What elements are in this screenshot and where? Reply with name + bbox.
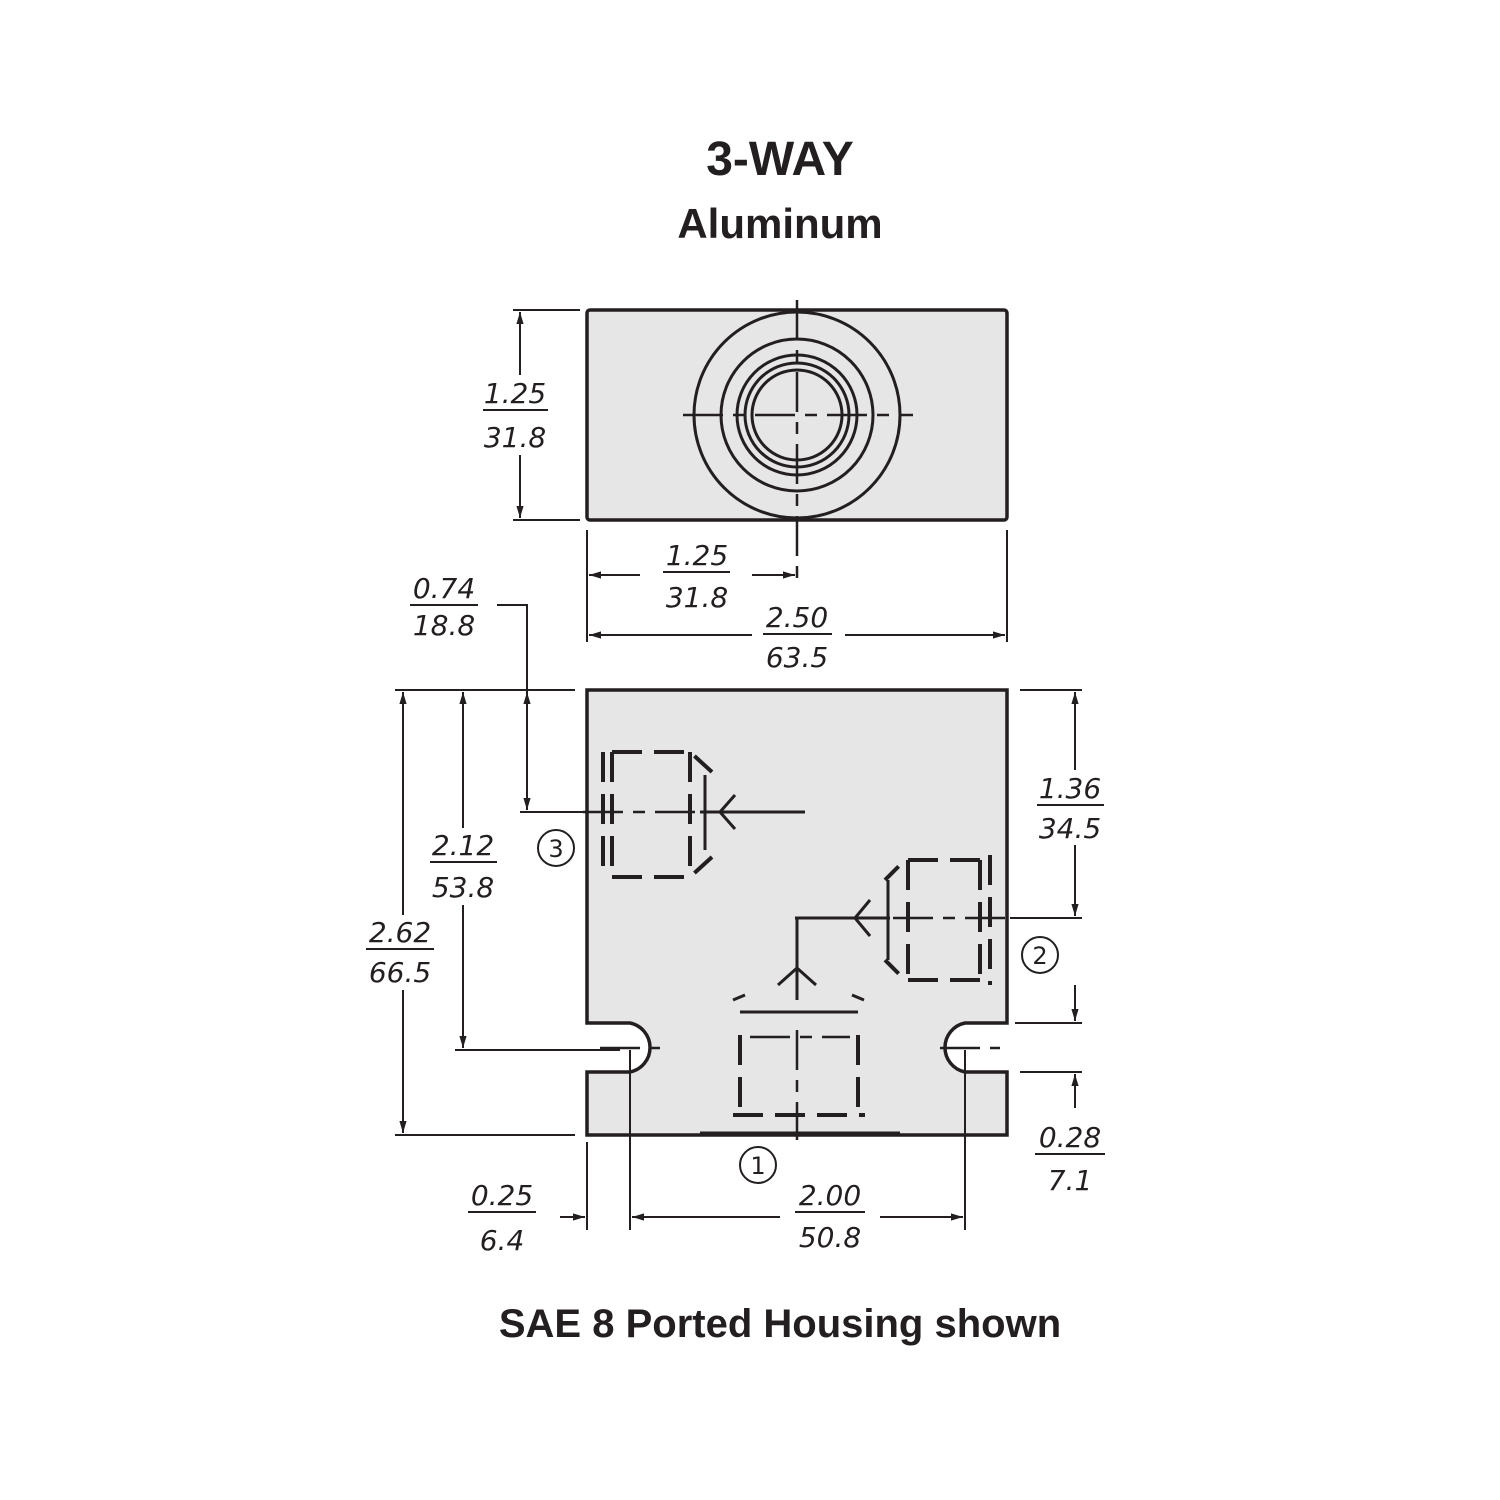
svg-text:6.4: 6.4 <box>480 1224 525 1257</box>
svg-text:2.62: 2.62 <box>369 916 431 949</box>
dim-slot-width: 0.28 7.1 <box>1035 1121 1105 1197</box>
svg-text:2.00: 2.00 <box>799 1179 861 1212</box>
svg-text:53.8: 53.8 <box>432 871 494 904</box>
port-1-cavity <box>700 993 900 1140</box>
port-label-2: 2 <box>1021 936 1059 974</box>
svg-text:31.8: 31.8 <box>484 421 546 454</box>
svg-text:0.28: 0.28 <box>1039 1121 1101 1154</box>
title: 3-WAY <box>706 133 854 186</box>
port-label-3: 3 <box>537 829 575 867</box>
svg-text:34.5: 34.5 <box>1039 812 1101 845</box>
caption: SAE 8 Ported Housing shown <box>498 1302 1062 1346</box>
svg-text:7.1: 7.1 <box>1048 1164 1093 1197</box>
svg-text:63.5: 63.5 <box>766 641 828 674</box>
dim-mount-spacing: 2.00 50.8 <box>795 1179 865 1254</box>
top-dimension-lines <box>513 309 1008 642</box>
port-3-cavity <box>583 750 805 879</box>
svg-text:31.8: 31.8 <box>666 581 728 614</box>
dim-width: 2.50 63.5 <box>763 601 832 674</box>
port-label-1: 1 <box>739 1146 777 1184</box>
svg-text:1: 1 <box>750 1152 765 1180</box>
dim-mount-height: 2.12 53.8 <box>430 829 497 904</box>
svg-text:1.25: 1.25 <box>484 377 546 410</box>
svg-text:1.25: 1.25 <box>666 539 728 572</box>
dim-top-height: 1.25 31.8 <box>483 377 548 454</box>
port-2-cavity <box>776 855 1015 1000</box>
svg-text:66.5: 66.5 <box>369 956 431 989</box>
svg-text:0.74: 0.74 <box>413 572 475 605</box>
svg-text:2.50: 2.50 <box>766 601 828 634</box>
side-dimension-lines <box>395 604 1082 1230</box>
svg-text:2: 2 <box>1032 942 1047 970</box>
svg-text:0.25: 0.25 <box>471 1179 533 1212</box>
dim-top-center: 1.25 31.8 <box>663 539 730 614</box>
svg-text:18.8: 18.8 <box>413 609 475 642</box>
side-view <box>583 688 1015 1140</box>
svg-text:50.8: 50.8 <box>799 1221 861 1254</box>
svg-text:1.36: 1.36 <box>1039 772 1101 805</box>
dim-slot-inset: 0.25 6.4 <box>468 1179 536 1257</box>
dim-port2-offset: 1.36 34.5 <box>1037 772 1104 845</box>
svg-text:3: 3 <box>548 835 563 863</box>
subtitle: Aluminum <box>677 200 883 247</box>
svg-text:2.12: 2.12 <box>432 829 494 862</box>
top-view <box>585 300 1009 580</box>
dim-port3-offset: 0.74 18.8 <box>410 572 478 642</box>
dim-total-height: 2.62 66.5 <box>366 916 434 989</box>
